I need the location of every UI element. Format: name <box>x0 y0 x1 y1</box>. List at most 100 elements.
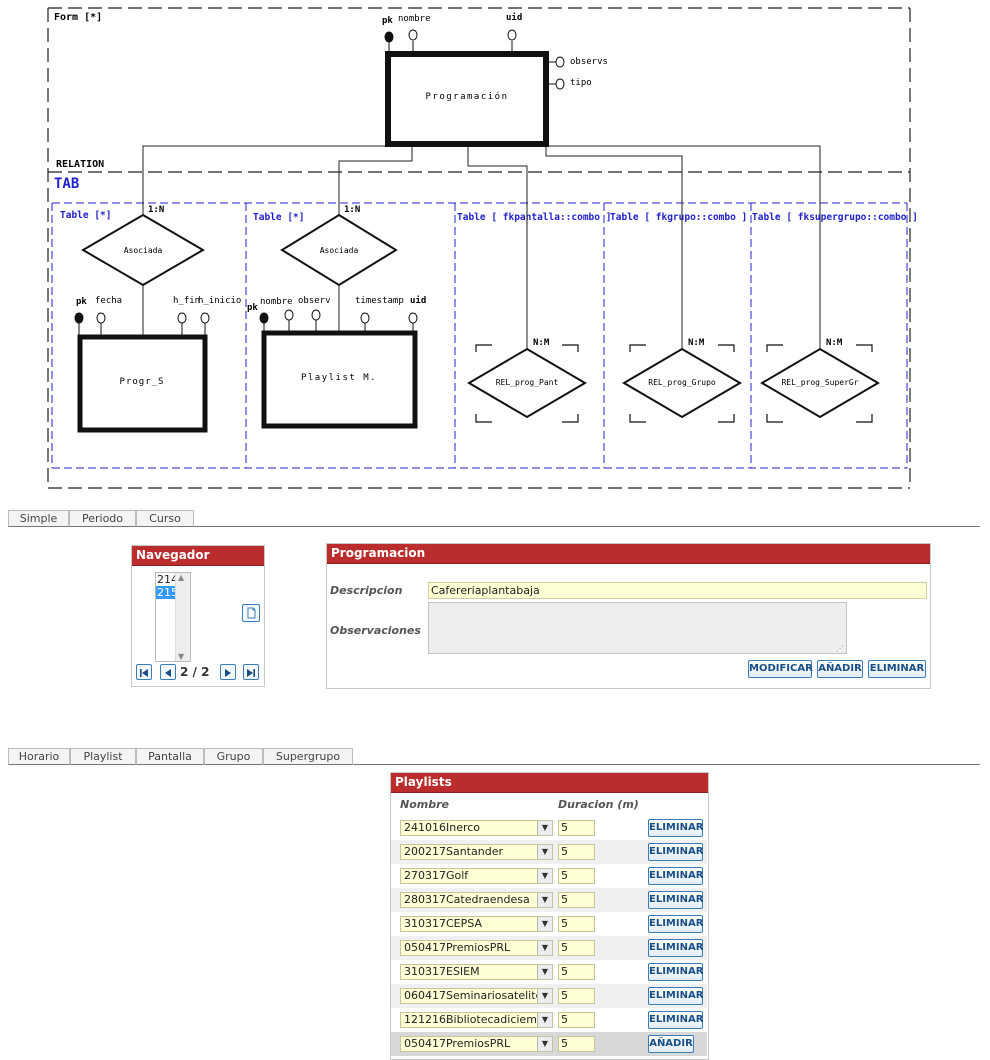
relation-rel-prog-grupo <box>622 347 742 419</box>
row-eliminar-button[interactable]: ELIMINAR <box>648 867 703 885</box>
progr-attributes <box>74 312 210 335</box>
chevron-down-icon[interactable]: ▼ <box>537 1037 552 1051</box>
playlist-select[interactable]: 280317Catedraendesa ▼ <box>400 892 553 908</box>
chevron-down-icon[interactable]: ▼ <box>537 869 552 883</box>
descripcion-input[interactable]: Cafereriaplantabaja <box>428 582 927 599</box>
chevron-down-icon[interactable]: ▼ <box>537 1013 552 1027</box>
row-eliminar-button[interactable]: ELIMINAR <box>648 819 703 837</box>
playlist-row: 280317Catedraendesa ▼ 5 ELIMINAR <box>391 888 707 912</box>
new-document-icon[interactable] <box>242 604 260 622</box>
modificar-button[interactable]: MODIFICAR <box>748 660 813 678</box>
main-attributes <box>384 29 565 90</box>
playlist-select-value: 050417PremiosPRL <box>404 1037 511 1050</box>
playlist-row: 310317CEPSA▼ 5 ELIMINAR <box>391 912 707 936</box>
row-eliminar-button[interactable]: ELIMINAR <box>648 891 703 909</box>
chevron-down-icon[interactable]: ▼ <box>537 821 552 835</box>
playlist-row: 310317ESIEM▼ 5 ELIMINAR <box>391 960 707 984</box>
progr-attr-hfin: h_fin <box>173 296 200 306</box>
playlist-select-value: 200217Santander <box>404 845 503 858</box>
row-anadir-button[interactable]: AÑADIR <box>648 1035 694 1053</box>
next-page-icon[interactable] <box>220 664 236 680</box>
tab-simple[interactable]: Simple <box>8 510 69 527</box>
tab-periodo[interactable]: Periodo <box>69 510 136 527</box>
duracion-input[interactable]: 5 <box>558 1036 595 1052</box>
navegador-scrollbar[interactable]: ▲ ▼ <box>175 573 190 661</box>
row-eliminar-button[interactable]: ELIMINAR <box>648 939 703 957</box>
chevron-down-icon[interactable]: ▼ <box>537 989 552 1003</box>
duracion-input[interactable]: 5 <box>558 820 595 836</box>
tab-playlist[interactable]: Playlist <box>70 748 136 765</box>
nm-bracket-3 <box>766 344 873 423</box>
playlist-select[interactable]: 121216Bibliotecadiciembre▼ <box>400 1012 553 1028</box>
playlist-select[interactable]: 050417PremiosPRL▼ <box>400 940 553 956</box>
chevron-down-icon[interactable]: ▼ <box>537 941 552 955</box>
eliminar-button[interactable]: ELIMINAR <box>868 660 926 678</box>
tab-grupo[interactable]: Grupo <box>204 748 263 765</box>
playlist-row: 050417PremiosPRL ▼ 5 AÑADIR <box>391 1032 707 1056</box>
entity-programacion-label: Programación <box>425 91 508 102</box>
chevron-down-icon[interactable]: ▼ <box>537 845 552 859</box>
row-eliminar-button[interactable]: ELIMINAR <box>648 843 703 861</box>
scroll-down-icon[interactable]: ▼ <box>178 652 185 661</box>
row-eliminar-button[interactable]: ELIMINAR <box>648 987 703 1005</box>
duracion-input[interactable]: 5 <box>558 892 595 908</box>
duracion-input[interactable]: 5 <box>558 964 595 980</box>
relationship-lines <box>142 145 821 349</box>
er-diagram: Form [*] RELATION TAB Table [*] Table [*… <box>47 7 918 489</box>
playlist-row: 241016Inerco▼ 5 ELIMINAR <box>391 816 707 840</box>
duracion-input[interactable]: 5 <box>558 940 595 956</box>
progr-attr-hinicio: h_inicio <box>198 296 241 306</box>
navegador-item-214[interactable]: 214 <box>157 573 178 586</box>
duracion-input[interactable]: 5 <box>558 868 595 884</box>
playlist-select-value: 060417Seminariosatelite <box>404 989 543 1002</box>
chevron-down-icon[interactable]: ▼ <box>537 893 552 907</box>
relation-rel-prog-pant-label: REL_prog_Pant <box>496 378 559 387</box>
duracion-input[interactable]: 5 <box>558 1012 595 1028</box>
playlists-panel: Playlists Nombre Duracion (m) 241016Iner… <box>390 772 709 1060</box>
first-page-icon[interactable] <box>136 664 152 680</box>
row-eliminar-button[interactable]: ELIMINAR <box>648 1011 703 1029</box>
tab-pantalla[interactable]: Pantalla <box>136 748 204 765</box>
table-label-4: Table [ fkgrupo::combo ] <box>610 212 747 223</box>
attr-tipo: tipo <box>570 78 592 88</box>
entity-programacion <box>385 51 549 147</box>
resize-grip-icon[interactable]: ⋰ <box>836 644 844 653</box>
playlists-title: Playlists <box>391 773 708 793</box>
row-eliminar-button[interactable]: ELIMINAR <box>648 915 703 933</box>
tab-curso[interactable]: Curso <box>136 510 194 527</box>
card-1n-2: 1:N <box>344 205 360 215</box>
playlist-select[interactable]: 050417PremiosPRL ▼ <box>400 1036 553 1052</box>
playlist-select[interactable]: 060417Seminariosatelite▼ <box>400 988 553 1004</box>
relation-rel-prog-supergr-label: REL_prog_SuperGr <box>781 378 858 387</box>
relation-asociada-2 <box>280 213 398 287</box>
prev-page-icon[interactable] <box>160 664 176 680</box>
attr-uid: uid <box>506 12 522 23</box>
playlist-select[interactable]: 310317ESIEM▼ <box>400 964 553 980</box>
playlist-select[interactable]: 241016Inerco▼ <box>400 820 553 836</box>
duracion-input[interactable]: 5 <box>558 988 595 1004</box>
card-nm-3: N:M <box>826 338 843 348</box>
duracion-input[interactable]: 5 <box>558 916 595 932</box>
relation-rel-prog-supergr <box>760 347 880 419</box>
playlist-select[interactable]: 310317CEPSA▼ <box>400 916 553 932</box>
duracion-input[interactable]: 5 <box>558 844 595 860</box>
playlist-select[interactable]: 200217Santander ▼ <box>400 844 553 860</box>
attr-pk: pk <box>382 16 393 26</box>
last-page-icon[interactable] <box>243 664 259 680</box>
playlist-row: 270317Golf▼ 5 ELIMINAR <box>391 864 707 888</box>
playlist-select[interactable]: 270317Golf▼ <box>400 868 553 884</box>
form-label: Form [*] <box>54 12 102 23</box>
tab-horario[interactable]: Horario <box>8 748 70 765</box>
observaciones-textarea[interactable]: ⋰ <box>428 602 847 654</box>
playlist-row: 121216Bibliotecadiciembre▼ 5 ELIMINAR <box>391 1008 707 1032</box>
navegador-item-215[interactable]: 215 <box>156 586 178 599</box>
playlist-select-value: 280317Catedraendesa <box>404 893 530 906</box>
row-eliminar-button[interactable]: ELIMINAR <box>648 963 703 981</box>
tab-supergrupo[interactable]: Supergrupo <box>263 748 353 765</box>
scroll-up-icon[interactable]: ▲ <box>178 573 185 582</box>
navegador-list[interactable]: 214 215 ▲ ▼ <box>155 572 191 662</box>
playlist-attr-observ: observ <box>298 296 331 306</box>
chevron-down-icon[interactable]: ▼ <box>537 917 552 931</box>
chevron-down-icon[interactable]: ▼ <box>537 965 552 979</box>
anadir-button[interactable]: AÑADIR <box>817 660 863 678</box>
